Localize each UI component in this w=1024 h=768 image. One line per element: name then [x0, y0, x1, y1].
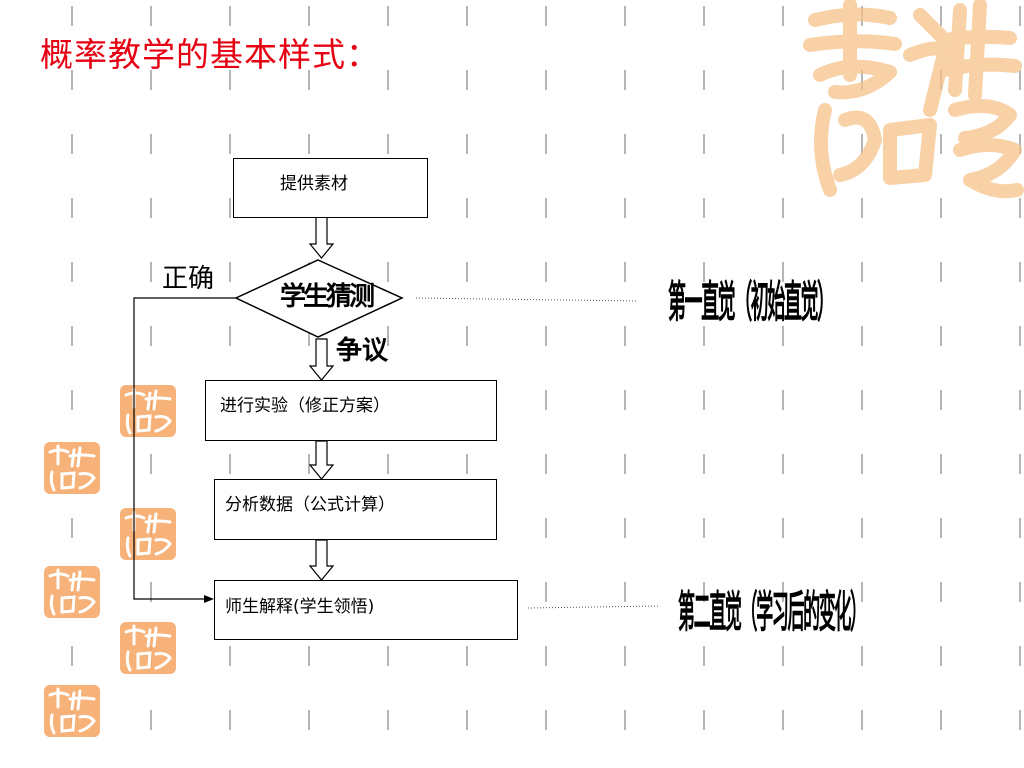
correct-path-line: [133, 297, 236, 600]
step-box-analyze-data: 分析数据（公式计算）: [214, 479, 497, 540]
step-label: 师生解释(学生领悟): [225, 597, 375, 617]
step-box-provide-material: 提供素材: [233, 158, 428, 218]
step-label: 提供素材: [280, 174, 348, 194]
dotted-connector: [527, 605, 661, 609]
dispute-label: 争议: [336, 336, 389, 366]
step-label: 分析数据（公式计算）: [225, 495, 395, 515]
step-box-experiment: 进行实验（修正方案）: [205, 380, 497, 441]
step-label: 进行实验（修正方案）: [220, 396, 390, 416]
small-seal-icon: [120, 622, 176, 674]
big-seal-icon: [803, 0, 1024, 199]
down-arrow-icon: [308, 539, 335, 581]
down-arrow-icon: [308, 338, 335, 381]
second-intuition-note: 第二直觉（学习后的变化）: [678, 586, 867, 638]
decision-diamond: [234, 259, 404, 338]
correct-label: 正确: [162, 264, 215, 294]
slide-title: 概率教学的基本样式：: [40, 35, 380, 74]
small-seal-icon: [44, 566, 100, 618]
down-arrow-icon: [308, 440, 335, 480]
diamond-label: 学生猜测: [280, 282, 375, 312]
dotted-connector: [415, 297, 637, 302]
step-box-explanation: 师生解释(学生领悟): [214, 580, 518, 640]
small-seal-icon: [44, 685, 100, 737]
first-intuition-note: 第一直觉（初始直觉）: [668, 276, 835, 328]
arrow-head-icon: [204, 595, 214, 603]
down-arrow-icon: [308, 216, 335, 259]
small-seal-icon: [44, 442, 100, 494]
